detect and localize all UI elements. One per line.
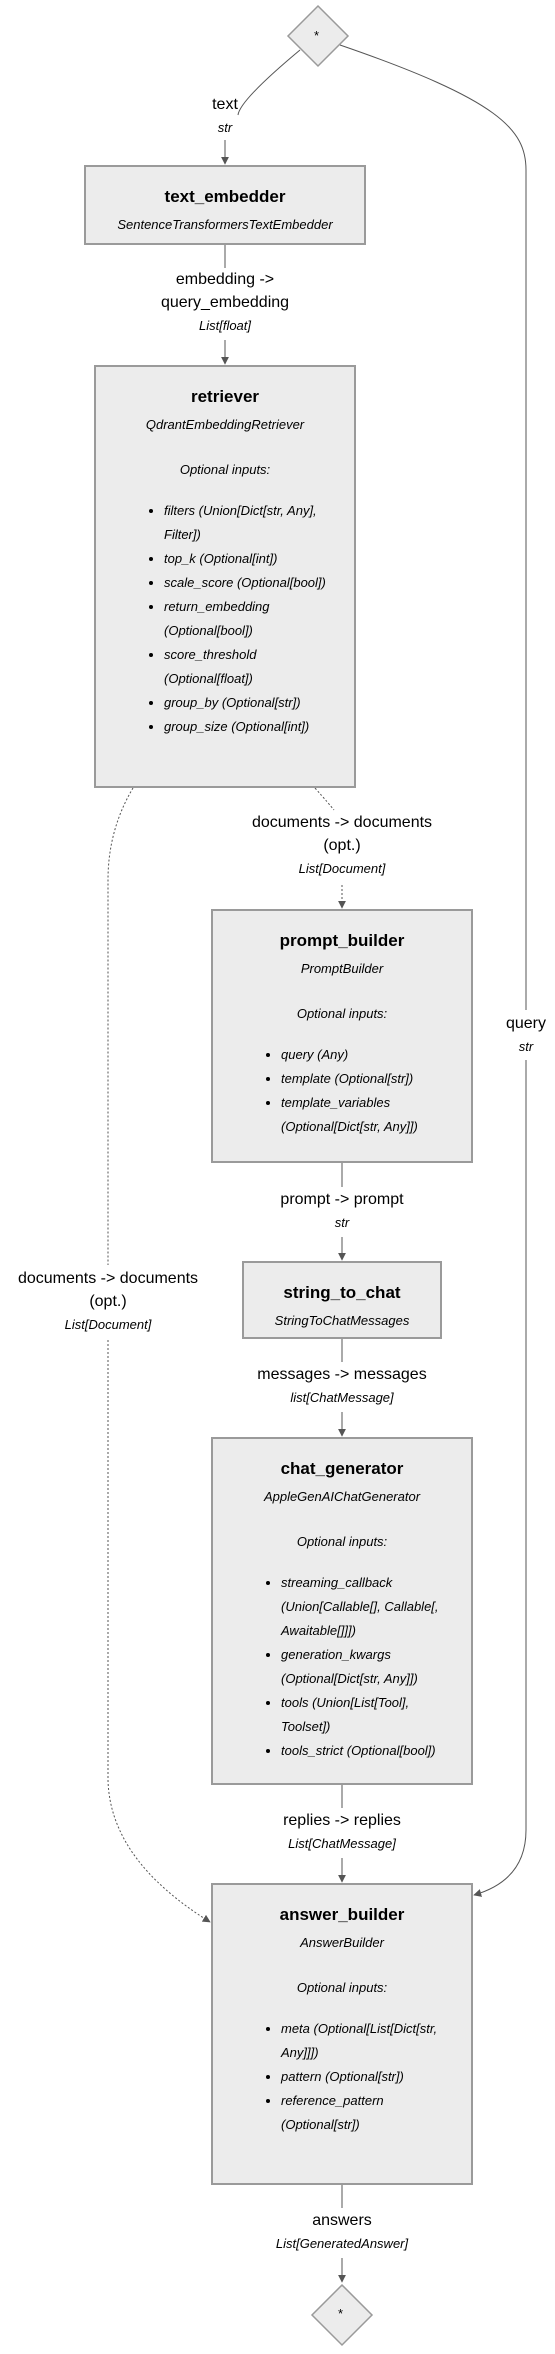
input-item: streaming_callback (Union[Callable[], Ca… — [281, 1571, 457, 1643]
edge-label-type: str — [334, 1215, 350, 1230]
edge-label-type: List[GeneratedAnswer] — [275, 2236, 409, 2251]
node-type: AppleGenAIChatGenerator — [263, 1489, 421, 1504]
node-type: AnswerBuilder — [300, 1935, 384, 1950]
edge-label-type: List[ChatMessage] — [288, 1836, 396, 1851]
edge-label-type: List[float] — [198, 318, 252, 333]
node-type: StringToChatMessages — [274, 1313, 410, 1328]
end-symbol: * — [338, 2306, 344, 2321]
optional-inputs-list: query (Any) template (Optional[str]) tem… — [213, 1043, 471, 1139]
edge-label-documents-answer: documents -> documents (opt.) List[Docum… — [8, 1267, 208, 1332]
edge-label-name: documents -> documents (opt.) — [17, 1270, 199, 1310]
optional-inputs-title: Optional inputs: — [296, 1534, 388, 1549]
node-text-embedder[interactable]: text_embedder SentenceTransformersTextEm… — [84, 165, 366, 245]
start-diamond — [286, 4, 350, 68]
node-name: answer_builder — [279, 1905, 405, 1924]
edge-label-type: str — [217, 120, 233, 135]
input-item: score_threshold (Optional[float]) — [164, 643, 340, 691]
optional-inputs-title: Optional inputs: — [296, 1980, 388, 1995]
node-type: SentenceTransformersTextEmbedder — [117, 217, 333, 232]
end-diamond — [310, 2283, 374, 2347]
node-answer-builder[interactable]: answer_builder AnswerBuilder Optional in… — [211, 1883, 473, 2185]
start-symbol: * — [314, 28, 320, 43]
input-item: tools (Union[List[Tool], Toolset]) — [281, 1691, 457, 1739]
edge-label-type: list[ChatMessage] — [290, 1390, 394, 1405]
edge-label-replies: replies -> replies List[ChatMessage] — [252, 1809, 432, 1851]
edge-label-answers: answers List[GeneratedAnswer] — [252, 2209, 432, 2251]
edge-label-prompt: prompt -> prompt str — [262, 1188, 422, 1230]
optional-inputs-list: streaming_callback (Union[Callable[], Ca… — [213, 1571, 471, 1763]
edge-label-name: prompt -> prompt — [280, 1191, 404, 1208]
edge-label-name: replies -> replies — [283, 1812, 401, 1829]
edge-label-name: embedding -> query_embedding — [160, 271, 290, 311]
edge-label-embedding: embedding -> query_embedding List[float] — [150, 268, 300, 333]
input-item: group_size (Optional[int]) — [164, 715, 340, 739]
edge-label-name: messages -> messages — [257, 1366, 427, 1383]
input-item: template_variables (Optional[Dict[str, A… — [281, 1091, 457, 1139]
input-item: pattern (Optional[str]) — [281, 2065, 457, 2089]
input-item: top_k (Optional[int]) — [164, 547, 340, 571]
input-item: template (Optional[str]) — [281, 1067, 457, 1091]
edge-label-type: List[Document] — [298, 861, 386, 876]
optional-inputs-title: Optional inputs: — [179, 462, 271, 477]
node-type: QdrantEmbeddingRetriever — [145, 417, 305, 432]
edge-text — [237, 49, 301, 116]
input-item: scale_score (Optional[bool]) — [164, 571, 340, 595]
node-chat-generator[interactable]: chat_generator AppleGenAIChatGenerator O… — [211, 1437, 473, 1785]
optional-inputs-title: Optional inputs: — [296, 1006, 388, 1021]
edge-documents-answer-top — [107, 787, 134, 1265]
input-item: generation_kwargs (Optional[Dict[str, An… — [281, 1643, 457, 1691]
input-item: group_by (Optional[str]) — [164, 691, 340, 715]
edge-query — [339, 44, 527, 1010]
node-name: text_embedder — [164, 187, 286, 206]
edge-label-type: str — [518, 1039, 534, 1054]
edge-query-lower — [473, 1060, 527, 1897]
edge-label-messages: messages -> messages list[ChatMessage] — [242, 1363, 442, 1405]
edge-documents-prompt-top — [314, 787, 335, 811]
input-item: return_embedding (Optional[bool]) — [164, 595, 340, 643]
node-name: retriever — [190, 387, 260, 406]
node-string-to-chat[interactable]: string_to_chat StringToChatMessages — [242, 1261, 442, 1339]
node-name: prompt_builder — [279, 931, 405, 950]
edge-label-name: query — [505, 1015, 547, 1032]
input-item: tools_strict (Optional[bool]) — [281, 1739, 457, 1763]
edge-label-documents-prompt: documents -> documents (opt.) List[Docum… — [242, 811, 442, 876]
node-prompt-builder[interactable]: prompt_builder PromptBuilder Optional in… — [211, 909, 473, 1163]
input-item: query (Any) — [281, 1043, 457, 1067]
input-item: filters (Union[Dict[str, Any], Filter]) — [164, 499, 340, 547]
edge-label-query: query str — [496, 1012, 555, 1054]
input-item: meta (Optional[List[Dict[str, Any]]]) — [281, 2017, 457, 2065]
input-item: reference_pattern (Optional[str]) — [281, 2089, 457, 2137]
node-retriever[interactable]: retriever QdrantEmbeddingRetriever Optio… — [94, 365, 356, 788]
edge-label-name: text — [212, 96, 238, 113]
node-name: chat_generator — [280, 1459, 404, 1478]
node-name: string_to_chat — [283, 1283, 401, 1302]
edge-label-type: List[Document] — [64, 1317, 152, 1332]
optional-inputs-list: filters (Union[Dict[str, Any], Filter]) … — [96, 499, 354, 739]
edge-label-name: answers — [312, 2212, 372, 2229]
edge-documents-answer-bottom — [107, 1340, 211, 1923]
edge-label-name: documents -> documents (opt.) — [251, 814, 433, 854]
edge-label-text: text str — [185, 93, 265, 135]
node-type: PromptBuilder — [300, 961, 384, 976]
optional-inputs-list: meta (Optional[List[Dict[str, Any]]]) pa… — [213, 2017, 471, 2137]
